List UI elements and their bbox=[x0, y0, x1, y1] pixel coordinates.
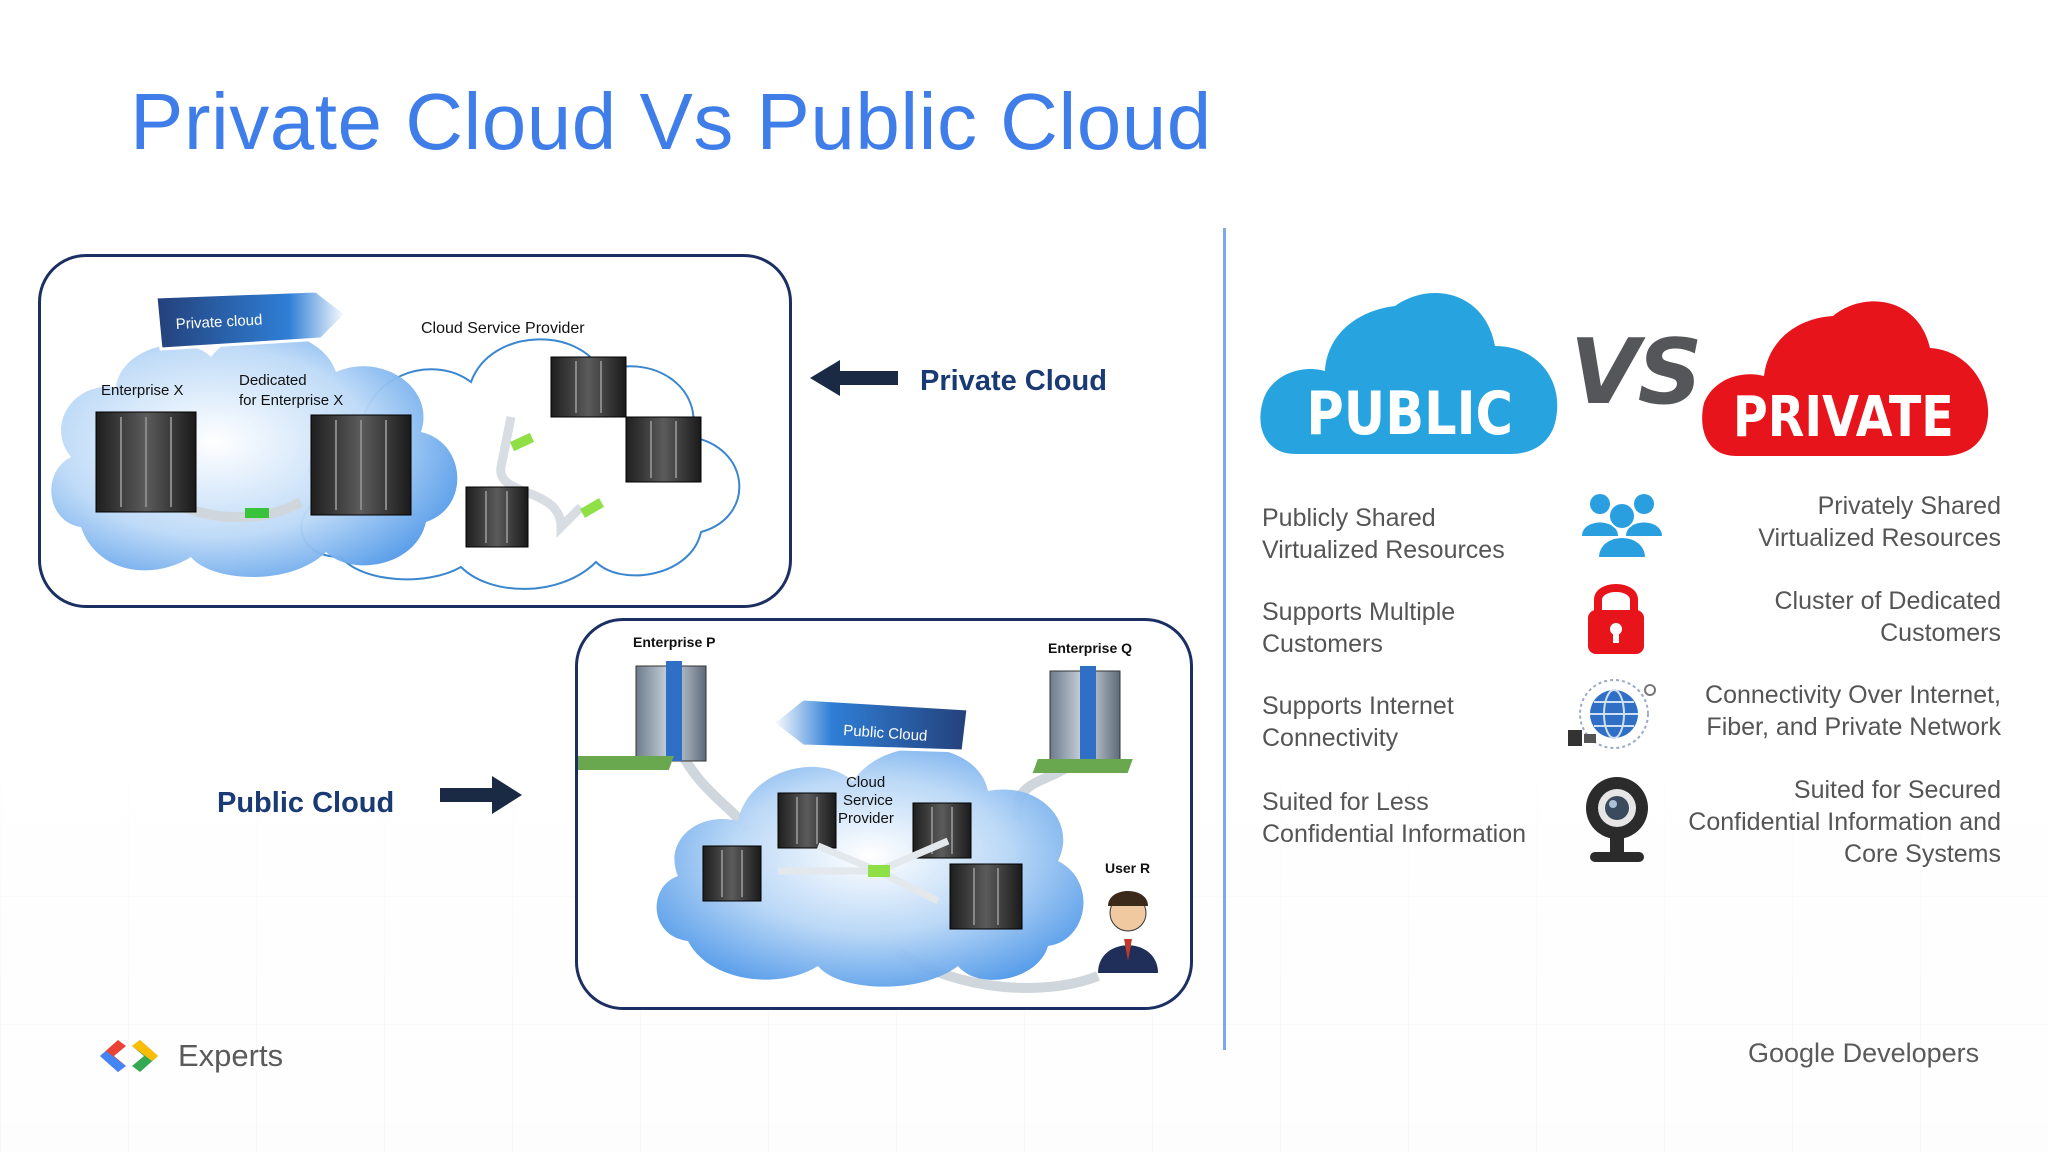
row-2-right: Cluster of Dedicated Customers bbox=[1774, 585, 2001, 649]
row-1-left-line-2: Virtualized Resources bbox=[1262, 536, 1505, 564]
row-3-left-line-2: Connectivity bbox=[1262, 724, 1399, 752]
enterprise-x-label: Enterprise X bbox=[101, 382, 184, 399]
arrow-left-icon bbox=[810, 360, 898, 396]
row-1-right-line-1: Privately Shared bbox=[1817, 492, 2001, 520]
public-cloud-badge: PUBLIC bbox=[1260, 293, 1558, 454]
row-4-right-line-1: Suited for Secured bbox=[1793, 776, 2001, 804]
public-server-4 bbox=[949, 863, 1023, 930]
public-server-1 bbox=[777, 792, 837, 849]
users-icon bbox=[1582, 494, 1662, 559]
row-2-right-line-2: Customers bbox=[1880, 619, 2001, 647]
provider-line-1: Cloud bbox=[846, 774, 885, 791]
provider-label: Cloud Service Provider bbox=[421, 320, 585, 337]
building-enterprise-q bbox=[1032, 666, 1133, 773]
row-4-left: Suited for Less Confidential Information bbox=[1262, 786, 1526, 850]
row-1-left: Publicly Shared Virtualized Resources bbox=[1262, 502, 1505, 566]
vs-label: VS bbox=[1570, 320, 1702, 425]
row-4-right-line-2: Confidential Information and bbox=[1688, 808, 2001, 836]
globe-network-icon bbox=[1568, 679, 1656, 749]
row-1-right-line-2: Virtualized Resources bbox=[1758, 524, 2001, 552]
row-4-left-line-2: Confidential Information bbox=[1262, 820, 1527, 848]
webcam-icon bbox=[1586, 777, 1648, 862]
public-server-2 bbox=[912, 802, 972, 859]
row-1-right: Privately Shared Virtualized Resources bbox=[1758, 490, 2001, 554]
public-banner-label: Public Cloud bbox=[843, 722, 928, 745]
row-3-left-line-1: Supports Internet bbox=[1262, 692, 1454, 720]
user-avatar-icon bbox=[1098, 891, 1158, 973]
lock-icon bbox=[1588, 584, 1644, 654]
arrow-right-icon bbox=[440, 776, 522, 814]
public-banner bbox=[770, 697, 970, 753]
public-server-3 bbox=[702, 845, 762, 902]
footer-experts-label: Experts bbox=[178, 1038, 284, 1073]
code-brackets-logo-icon bbox=[100, 1040, 158, 1072]
server-rack-enterprise bbox=[95, 411, 197, 513]
row-1-left-line-1: Publicly Shared bbox=[1262, 504, 1436, 532]
row-4-left-line-1: Suited for Less bbox=[1262, 788, 1429, 816]
column-divider bbox=[1223, 228, 1226, 1050]
enterprise-q-label: Enterprise Q bbox=[1048, 640, 1132, 656]
server-rack-provider-3 bbox=[465, 486, 529, 548]
building-enterprise-p bbox=[578, 661, 707, 770]
slide-title: Private Cloud Vs Public Cloud bbox=[130, 77, 1212, 166]
private-banner-label: Private cloud bbox=[175, 311, 262, 333]
private-cloud-callout: Private Cloud bbox=[920, 365, 1107, 397]
enterprise-p-label: Enterprise P bbox=[633, 634, 715, 650]
row-2-left: Supports Multiple Customers bbox=[1262, 596, 1455, 660]
row-2-right-line-1: Cluster of Dedicated bbox=[1774, 587, 2001, 615]
row-3-left: Supports Internet Connectivity bbox=[1262, 690, 1454, 754]
private-cloud-diagram: Private cloud Cloud Service Provider Ent… bbox=[38, 254, 792, 608]
dedicated-label-2: for Enterprise X bbox=[239, 392, 343, 409]
footer-google-developers: Google Developers bbox=[1748, 1038, 1980, 1068]
server-rack-dedicated bbox=[310, 414, 412, 516]
user-label: User R bbox=[1105, 860, 1150, 876]
public-cloud-diagram: Public Cloud Enterprise P Enterprise Q bbox=[575, 618, 1193, 1010]
private-badge-label: PRIVATE bbox=[1733, 385, 1954, 450]
private-banner bbox=[154, 289, 349, 351]
dedicated-label-1: Dedicated bbox=[239, 372, 307, 389]
row-3-right-line-2: Fiber, and Private Network bbox=[1706, 713, 2001, 741]
public-cloud-callout: Public Cloud bbox=[217, 787, 395, 819]
footer-experts-brand: Experts bbox=[96, 1036, 283, 1076]
row-3-right: Connectivity Over Internet, Fiber, and P… bbox=[1705, 679, 2001, 743]
provider-line-2: Service bbox=[843, 792, 893, 809]
provider-line-3: Provider bbox=[838, 810, 894, 827]
row-3-right-line-1: Connectivity Over Internet, bbox=[1705, 681, 2001, 709]
row-4-right: Suited for Secured Confidential Informat… bbox=[1688, 774, 2001, 870]
server-rack-provider-1 bbox=[550, 356, 627, 418]
public-badge-label: PUBLIC bbox=[1306, 379, 1513, 449]
row-4-right-line-3: Core Systems bbox=[1844, 840, 2001, 868]
server-rack-provider-2 bbox=[625, 416, 702, 483]
private-cloud-shape bbox=[51, 331, 458, 577]
private-cloud-badge: PRIVATE bbox=[1702, 301, 1989, 456]
row-2-left-line-1: Supports Multiple bbox=[1262, 598, 1456, 626]
row-2-left-line-2: Customers bbox=[1262, 630, 1383, 658]
